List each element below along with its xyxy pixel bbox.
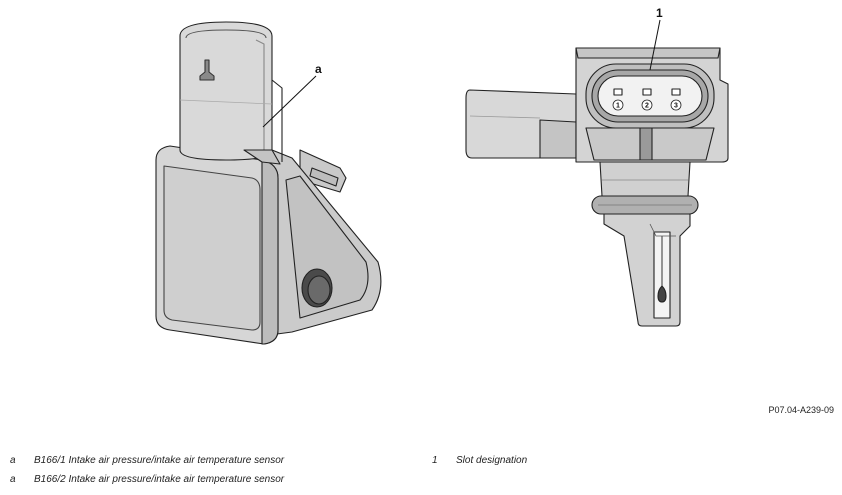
callout-a: a <box>262 62 322 128</box>
pin-slot-3 <box>671 88 681 96</box>
sensor-perspective-view <box>155 21 382 345</box>
connector-socket <box>585 63 715 129</box>
callout-1: 1 <box>649 6 663 71</box>
callout-1-label: 1 <box>656 6 663 20</box>
legend-key: a <box>10 474 16 485</box>
pin-number-2: 2 <box>645 103 649 110</box>
temperature-probe <box>603 213 691 327</box>
legend-text: B166/2 Intake air pressure/intake air te… <box>34 474 285 485</box>
pin-number-3: 3 <box>674 103 678 110</box>
callout-a-label: a <box>315 62 322 76</box>
pin-slot-1 <box>613 88 623 96</box>
pin-slot-2 <box>642 88 652 96</box>
connector-latch <box>199 59 215 81</box>
legend-text: Slot designation <box>456 455 528 466</box>
sensor-front-view: 1 2 3 <box>465 47 729 327</box>
legend-key: a <box>10 455 16 466</box>
sensor-neck <box>599 161 691 197</box>
pin-number-1: 1 <box>616 103 620 110</box>
legend-key: 1 <box>432 455 438 466</box>
pin-slots <box>612 88 682 111</box>
figure-code: P07.04-A239-09 <box>768 405 834 415</box>
connector-housing <box>179 21 273 161</box>
sensor-illustration: a 1 2 3 <box>155 6 729 345</box>
legend-text: B166/1 Intake air pressure/intake air te… <box>34 455 285 466</box>
